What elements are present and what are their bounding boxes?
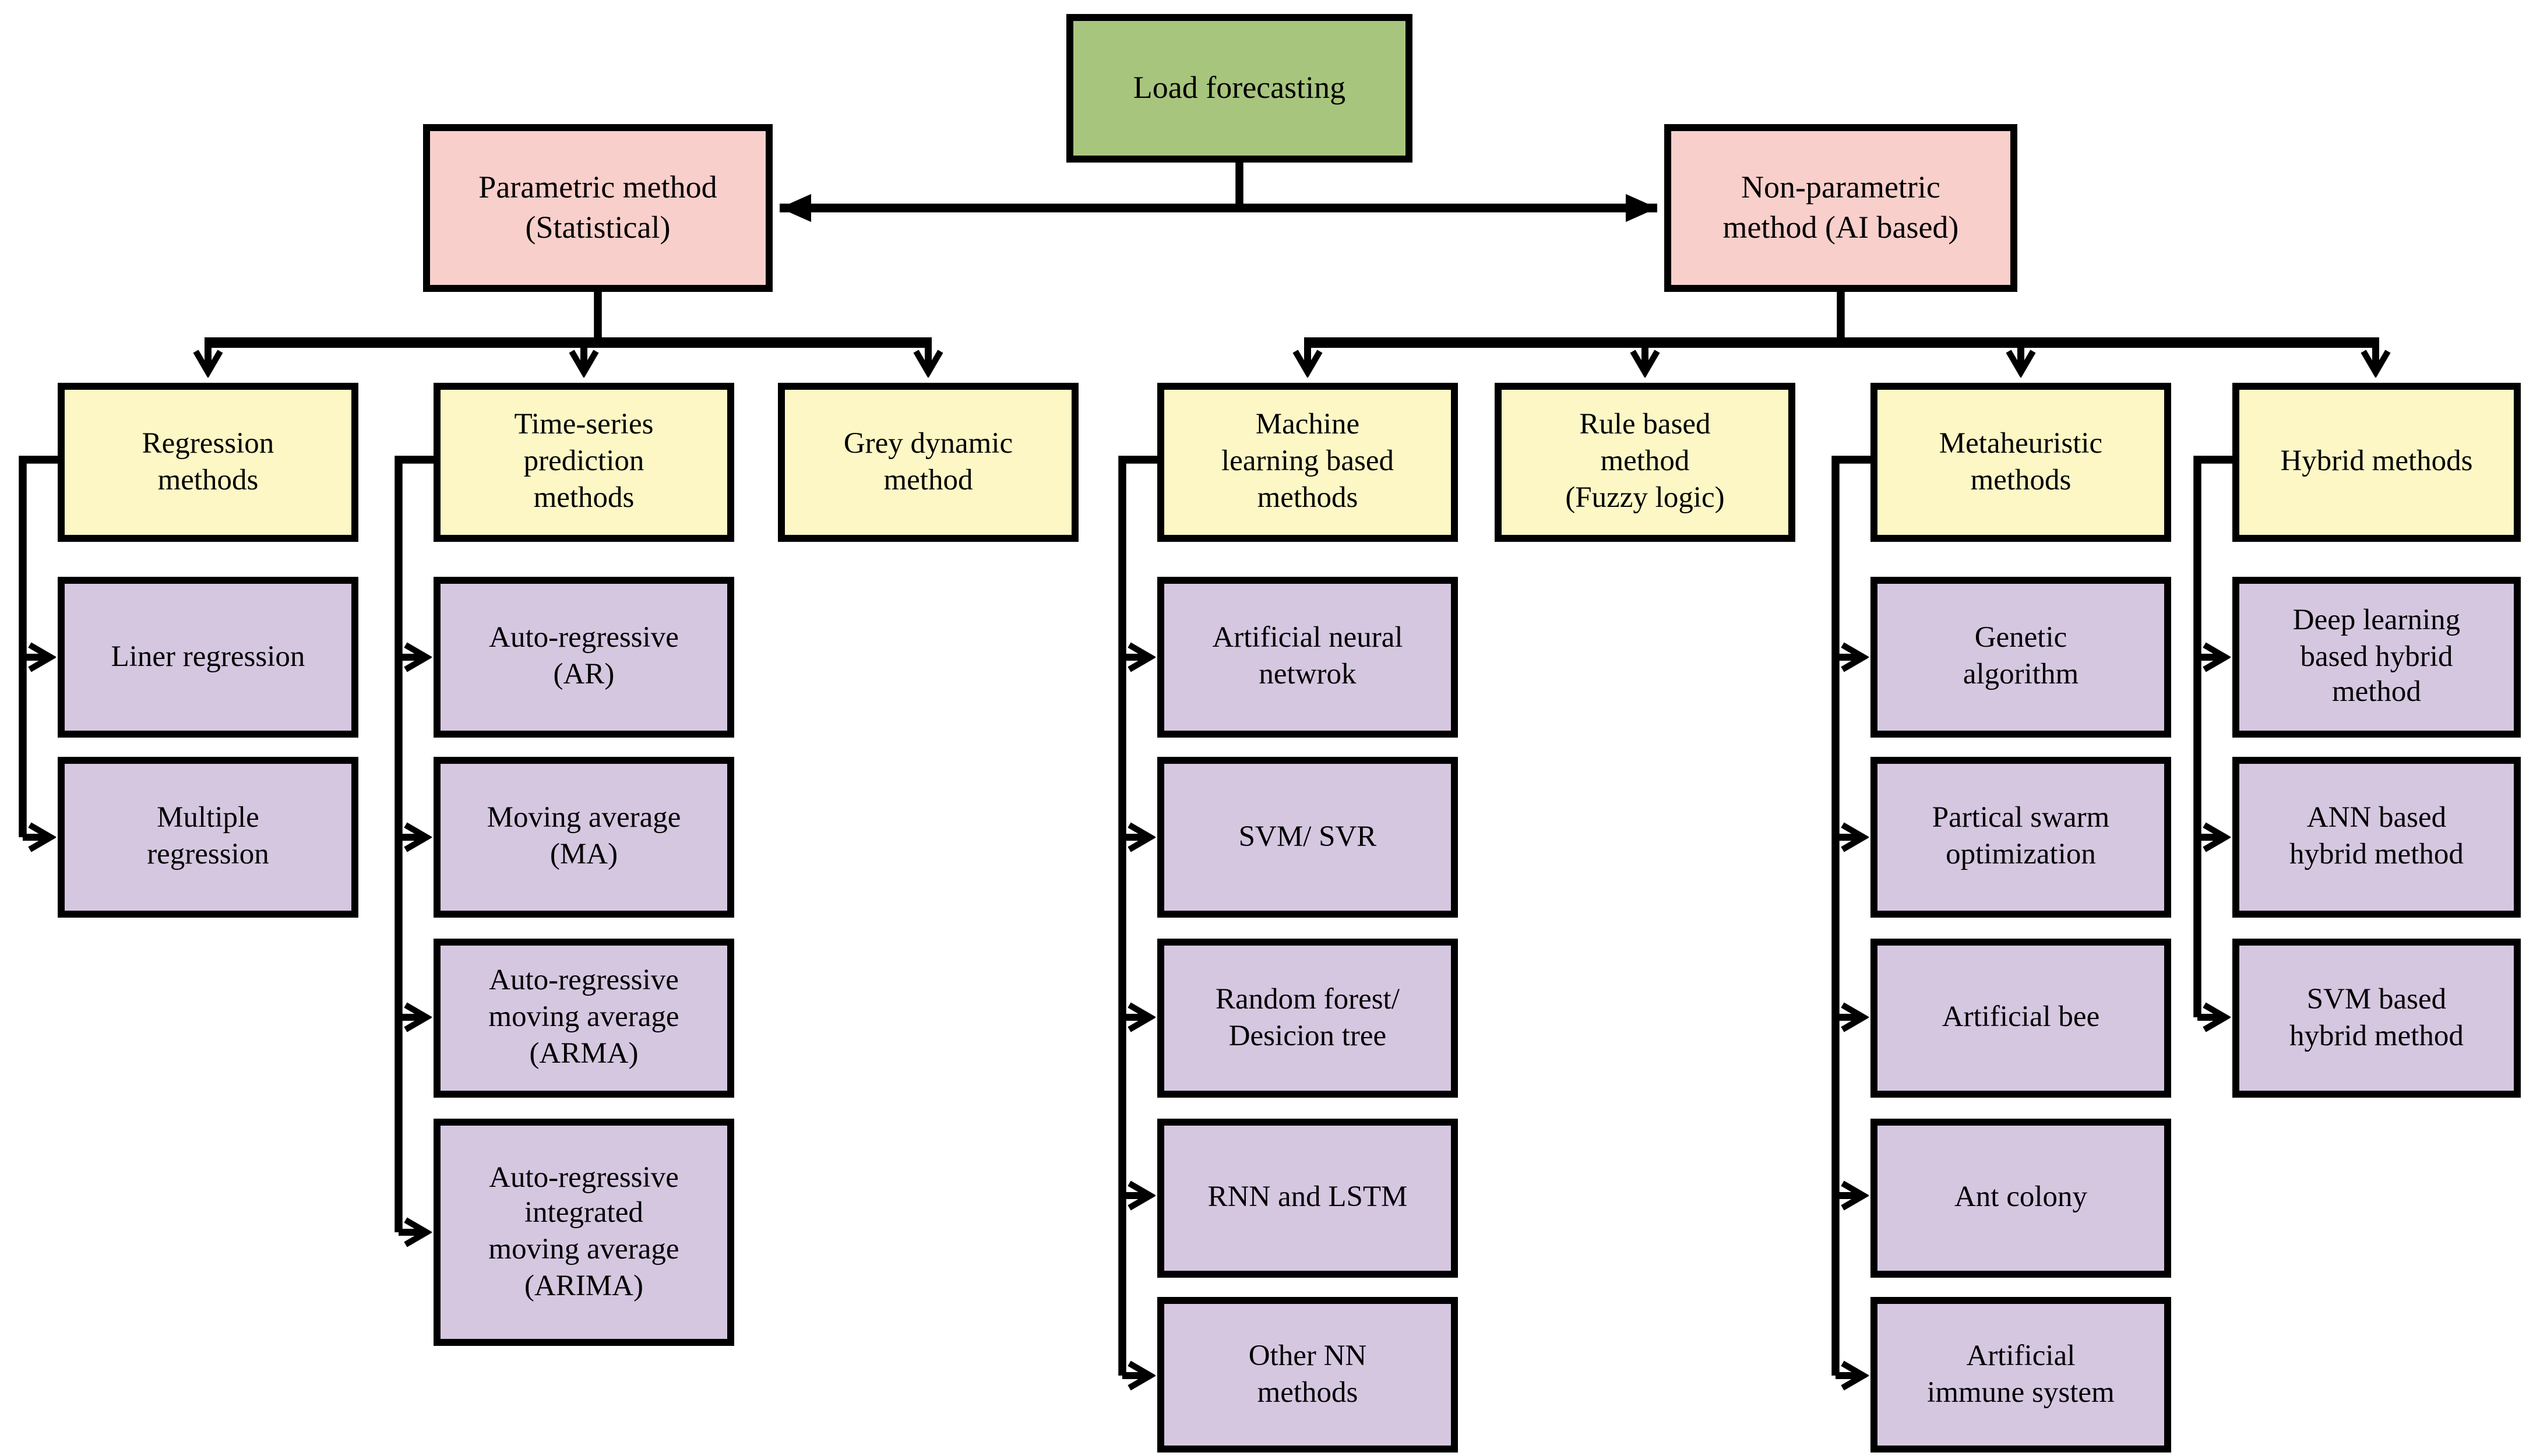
- node-liner-regression: Liner regression: [58, 577, 358, 738]
- node-other-nn-methods: Other NN methods: [1157, 1297, 1458, 1453]
- node-parametric-method: Parametric method (Statistical): [423, 124, 773, 292]
- connector-parametric-fanout: [205, 292, 932, 372]
- node-arma: Auto-regressive moving average (ARMA): [434, 939, 734, 1098]
- node-metaheuristic-methods: Metaheuristic methods: [1870, 383, 2171, 542]
- connector-timeseries-children: [394, 456, 434, 1232]
- node-load-forecasting: Load forecasting: [1066, 14, 1412, 163]
- node-nonparametric-method: Non-parametric method (AI based): [1664, 124, 2017, 292]
- node-particle-swarm-optimization: Partical swarm optimization: [1870, 757, 2171, 918]
- node-machine-learning-methods: Machine learning based methods: [1157, 383, 1458, 542]
- node-grey-dynamic-method: Grey dynamic method: [778, 383, 1079, 542]
- node-rnn-lstm: RNN and LSTM: [1157, 1119, 1458, 1278]
- connector-ml-children: [1118, 456, 1157, 1376]
- node-regression-methods: Regression methods: [58, 383, 358, 542]
- node-ant-colony: Ant colony: [1870, 1119, 2171, 1278]
- node-artificial-bee: Artificial bee: [1870, 939, 2171, 1098]
- node-artificial-immune-system: Artificial immune system: [1870, 1297, 2171, 1453]
- node-timeseries-prediction-methods: Time-series prediction methods: [434, 383, 734, 542]
- node-ann-hybrid: ANN based hybrid method: [2232, 757, 2521, 918]
- connector-root-to-branches: [780, 161, 1657, 222]
- connector-hybrid-children: [2193, 456, 2232, 1017]
- node-svm-hybrid: SVM based hybrid method: [2232, 939, 2521, 1098]
- node-genetic-algorithm: Genetic algorithm: [1870, 577, 2171, 738]
- node-rule-based-method: Rule based method (Fuzzy logic): [1495, 383, 1795, 542]
- node-moving-average-ma: Moving average (MA): [434, 757, 734, 918]
- node-artificial-neural-network: Artificial neural netwrok: [1157, 577, 1458, 738]
- node-auto-regressive-ar: Auto-regressive (AR): [434, 577, 734, 738]
- node-random-forest-decision-tree: Random forest/ Desicion tree: [1157, 939, 1458, 1098]
- connector-regression-children: [19, 456, 58, 837]
- connector-metaheuristic-children: [1831, 456, 1870, 1376]
- node-hybrid-methods: Hybrid methods: [2232, 383, 2521, 542]
- node-svm-svr: SVM/ SVR: [1157, 757, 1458, 918]
- node-deep-learning-hybrid: Deep learning based hybrid method: [2232, 577, 2521, 738]
- connector-nonparametric-fanout: [1304, 292, 2379, 372]
- node-arima: Auto-regressive integrated moving averag…: [434, 1119, 734, 1346]
- node-multiple-regression: Multiple regression: [58, 757, 358, 918]
